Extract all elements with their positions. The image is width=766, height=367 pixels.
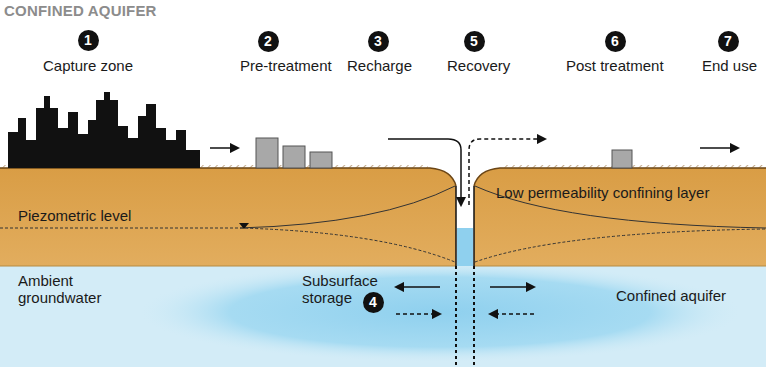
callout-number: 1	[78, 30, 99, 51]
storage-plume	[140, 262, 740, 362]
city-silhouette	[8, 92, 200, 168]
confining-layer	[0, 168, 766, 266]
well-bore	[456, 186, 474, 266]
callout-number: 6	[605, 31, 626, 52]
pretreatment-tank	[256, 138, 278, 168]
diagram-title: CONFINED AQUIFER	[4, 2, 157, 19]
diagram-label: Recovery	[447, 57, 510, 74]
diagram-label: Confined aquifer	[616, 287, 726, 304]
diagram-label: Low permeability confining layer	[496, 184, 709, 201]
diagram-label: End use	[702, 57, 757, 74]
callout-number: 7	[718, 31, 739, 52]
callout-number: 5	[464, 31, 485, 52]
diagram-label: Ambient groundwater	[18, 272, 128, 306]
diagram-label: Post treatment	[566, 57, 664, 74]
level-marker	[239, 223, 249, 229]
diagram-label: Piezometric level	[18, 207, 131, 224]
callout-number: 2	[258, 31, 279, 52]
callout-number: 3	[368, 31, 389, 52]
diagram-label: Recharge	[347, 57, 412, 74]
callout-number: 4	[363, 292, 384, 313]
diagram-label: Capture zone	[43, 57, 133, 74]
posttreatment-tank	[612, 150, 632, 168]
diagram-label: Pre-treatment	[240, 57, 332, 74]
